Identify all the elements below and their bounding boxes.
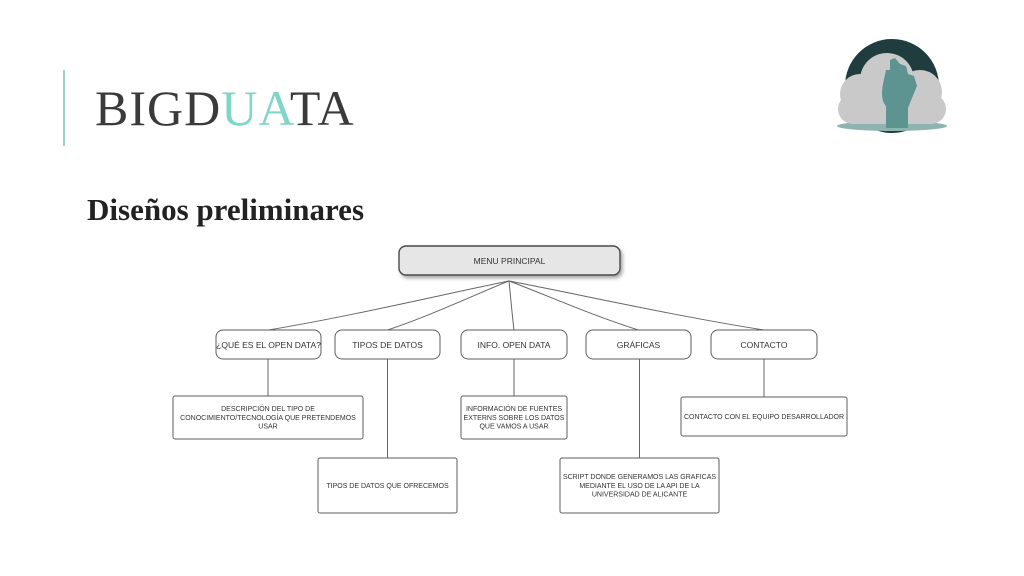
cloud-hand-icon [837, 39, 947, 133]
detail-node-label: SCRIPT DONDE GENERAMOS LAS GRAFICAS [563, 474, 716, 481]
branch-node-label: CONTACTO [741, 340, 788, 350]
brand-highlight: UA [221, 80, 290, 136]
branch-node [215, 329, 322, 360]
branch-node-label: ¿QUÉ ES EL OPEN DATA? [216, 340, 321, 350]
detail-node-label: EXTERNS SOBRE LOS DATOS [464, 415, 565, 422]
detail-node-label: TIPOS DE DATOS QUE OFRECEMOS [326, 483, 449, 490]
root-node-label: MENU PRINCIPAL [474, 256, 546, 266]
brand-title: BIGDUATA [95, 80, 355, 136]
diagram-edges [267, 280, 765, 458]
edge-root-to-branch [268, 280, 510, 331]
brand-part-1: BIGD [95, 80, 222, 136]
branch-node [710, 329, 818, 360]
detail-node [172, 395, 364, 440]
branch-node-label: GRÁFICAS [617, 340, 661, 350]
branch-node [334, 329, 441, 360]
detail-node-label: INFORMACIÓN DE FUENTES [466, 404, 562, 413]
root-node [398, 245, 621, 276]
detail-node [559, 457, 720, 514]
detail-node-label: UNIVERSIDAD DE ALICANTE [592, 491, 688, 498]
detail-node-label: DESCRIPCIÓN DEL TIPO DE [221, 404, 315, 413]
detail-node-label: USAR [258, 423, 277, 430]
accent-bar [63, 70, 65, 146]
detail-node [317, 457, 458, 514]
edge-root-to-branch [508, 280, 765, 331]
detail-node [460, 395, 568, 440]
logo-hand [882, 58, 917, 128]
branch-node [585, 329, 692, 360]
diagram-nodes: MENU PRINCIPAL ¿QUÉ ES EL OPEN DATA? DESCR… [172, 245, 848, 514]
detail-node-label: MEDIANTE EL USO DE LA API DE LA [579, 483, 700, 490]
detail-node-label: QUE VAMOS A USAR [479, 423, 548, 430]
detail-node [680, 396, 848, 437]
edge-root-to-branch [508, 280, 639, 331]
detail-node-label: CONOCIMIENTO/TECNOLOGÍA QUE PRETENDEMOS [180, 413, 356, 422]
page-subtitle: Diseños preliminares [87, 192, 365, 227]
brand-part-2: TA [289, 80, 355, 136]
branch-node-label: INFO. OPEN DATA [478, 340, 551, 350]
edge-root-to-branch [387, 280, 510, 331]
branch-node-label: TIPOS DE DATOS [352, 340, 423, 350]
edge-root-to-branch [508, 280, 515, 331]
branch-node [460, 329, 568, 360]
detail-node-label: CONTACTO CON EL EQUIPO DESARROLLADOR [684, 414, 844, 421]
